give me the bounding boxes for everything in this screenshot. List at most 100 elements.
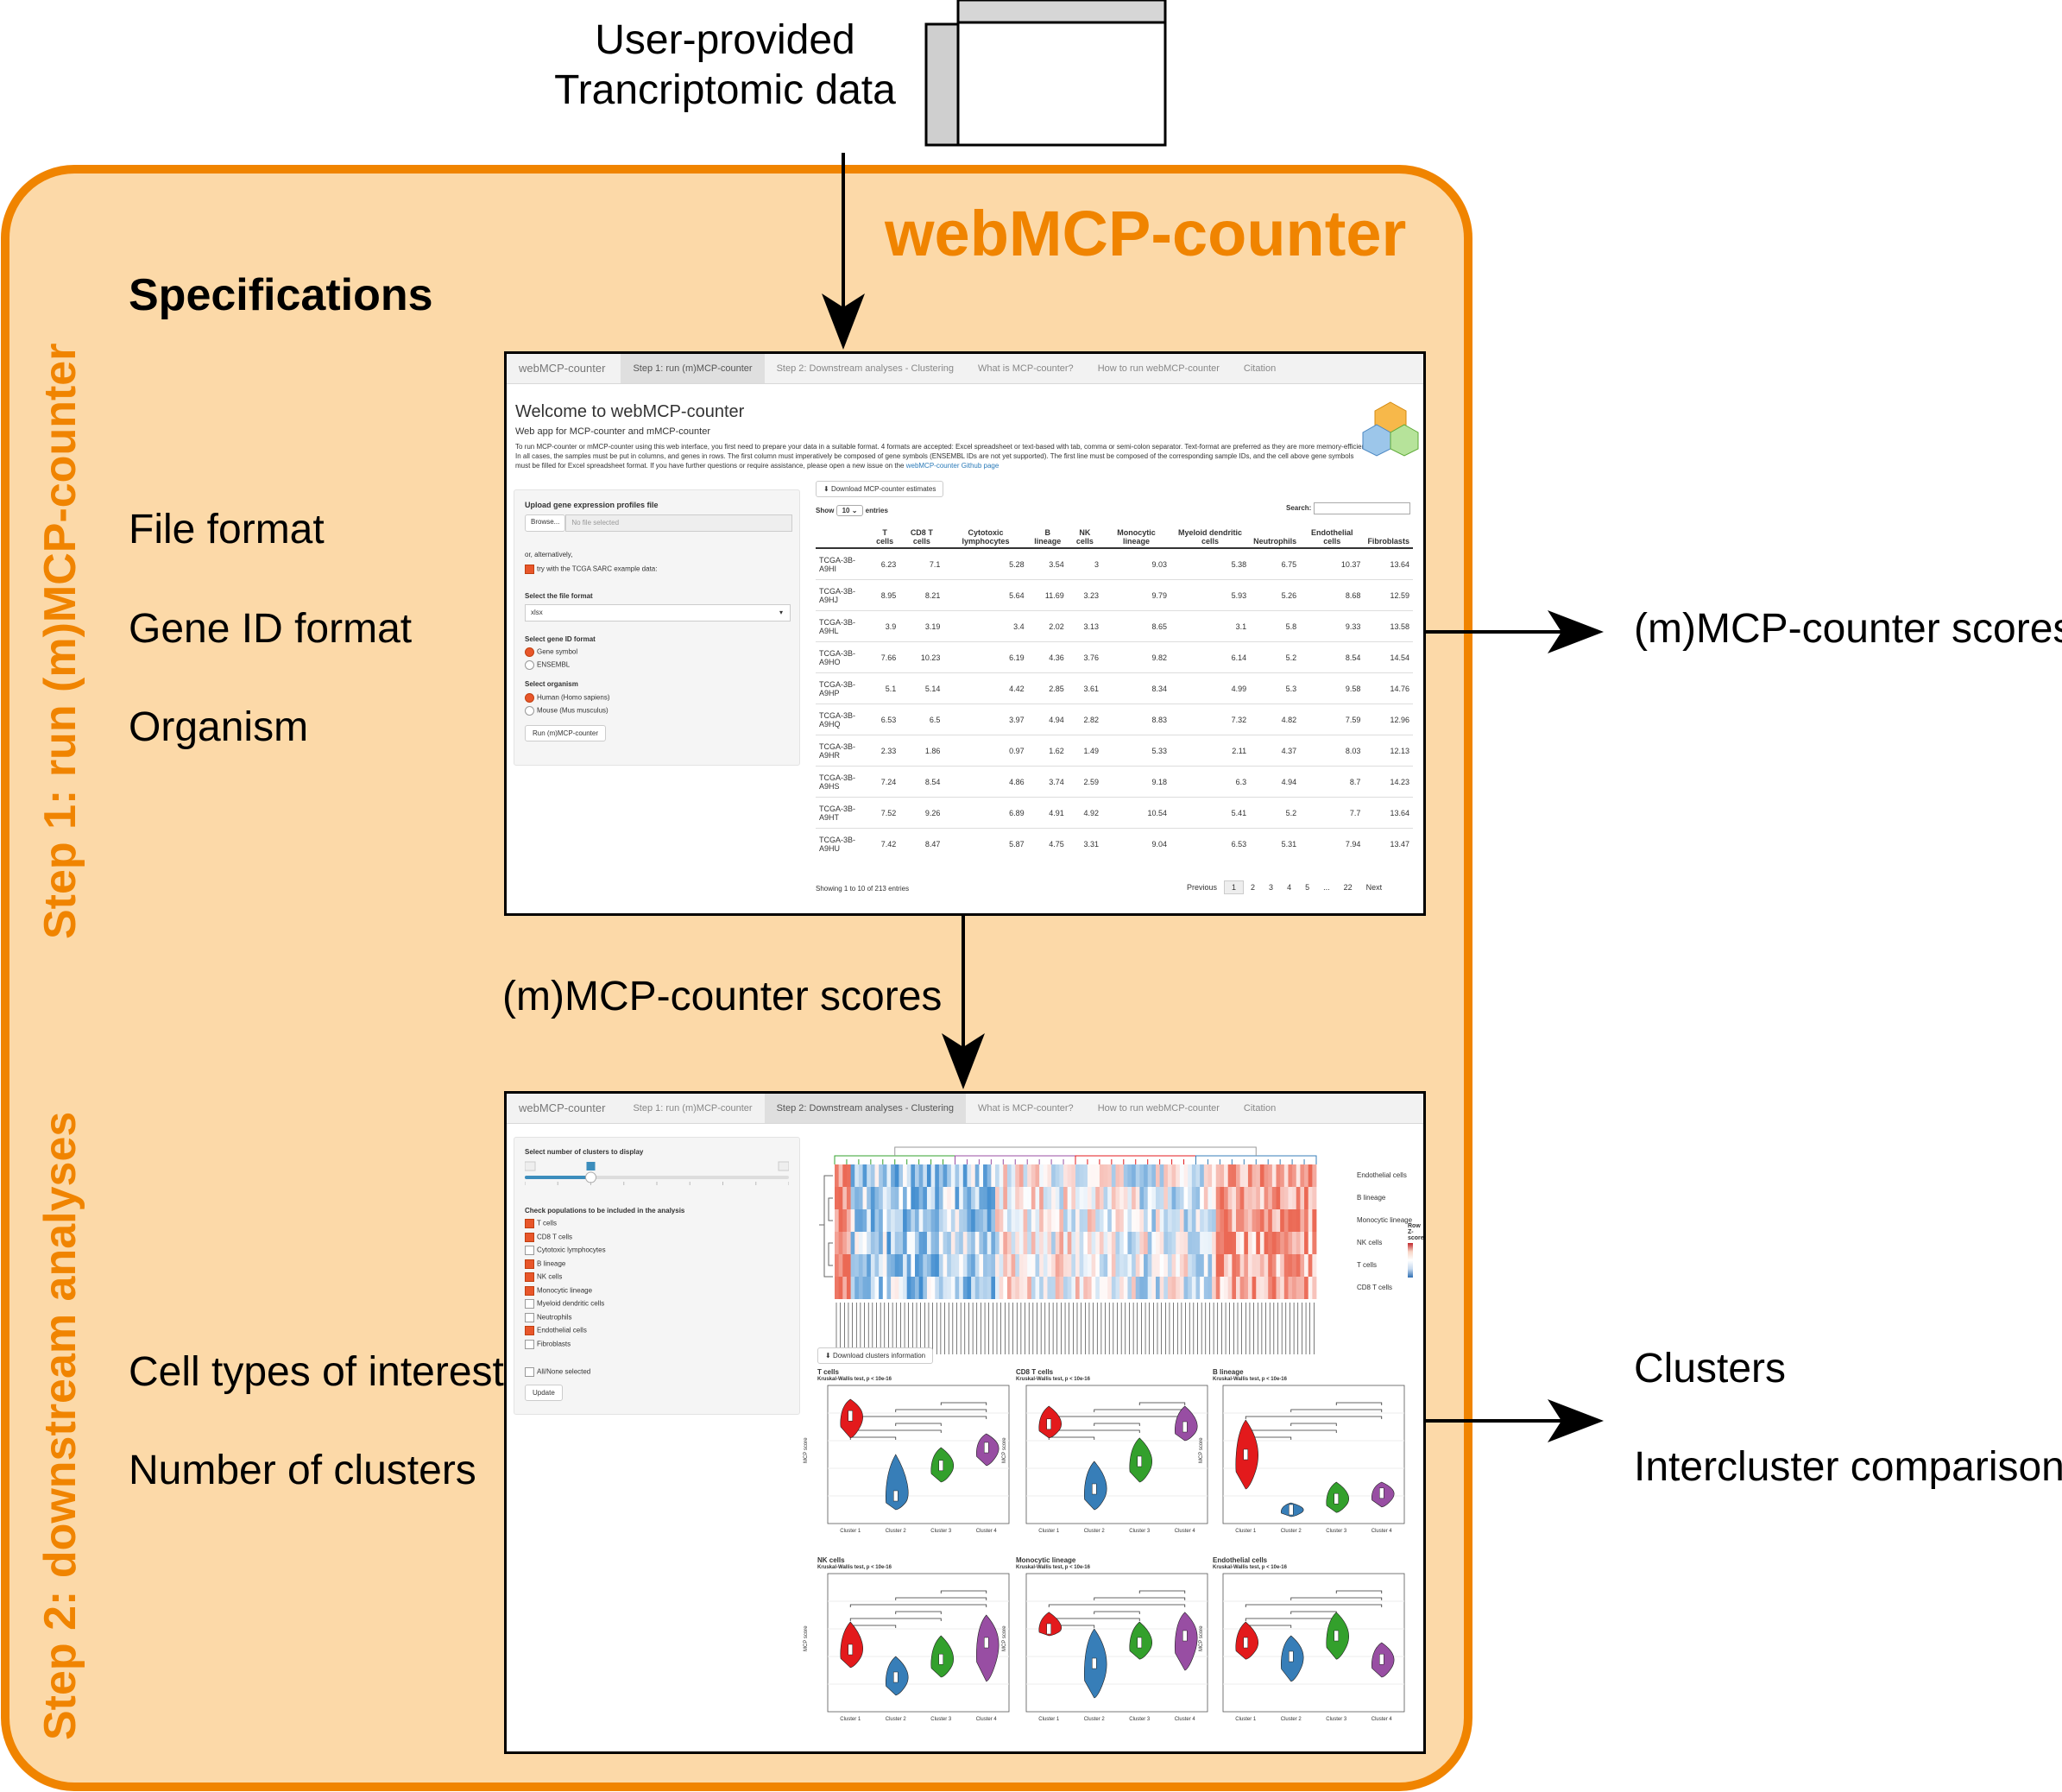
nav-tab-what-is[interactable]: What is MCP-counter? [978, 363, 1074, 374]
arrow-step1-output [1424, 610, 1604, 653]
pager-page[interactable]: ... [1323, 883, 1330, 892]
nav-tab-citation[interactable]: Citation [1243, 1103, 1277, 1114]
spec-file-format: File format [129, 507, 325, 552]
population-checkbox[interactable]: Myeloid dendritic cells [525, 1299, 606, 1313]
score-cell: 5.93 [1170, 579, 1251, 611]
pager-page[interactable]: 4 [1287, 883, 1292, 892]
table-column-header[interactable]: T cells [870, 527, 900, 549]
organism-option-human[interactable]: Human (Homo sapiens) [525, 693, 609, 703]
search-input[interactable] [1313, 502, 1410, 514]
entries-label: entries [865, 507, 888, 514]
violin-ylabel: MCP score [1002, 1437, 1007, 1463]
population-checkbox[interactable]: Cytotoxic lymphocytes [525, 1246, 606, 1259]
browse-button[interactable]: Browse... [525, 514, 566, 532]
nav-tab-step2[interactable]: Step 2: Downstream analyses - Clustering [776, 363, 955, 374]
population-checkbox[interactable]: Fibroblasts [525, 1339, 606, 1353]
population-label: B lineage [537, 1259, 566, 1268]
pager-page[interactable]: 22 [1343, 883, 1353, 892]
score-cell: 7.24 [870, 766, 900, 798]
population-checkbox[interactable]: Neutrophils [525, 1312, 606, 1327]
score-cell: 12.96 [1364, 704, 1413, 735]
score-cell: 2.33 [870, 735, 900, 767]
nav-tab-step2[interactable]: Step 2: Downstream analyses - Clustering [764, 1094, 967, 1123]
organism-option-mouse[interactable]: Mouse (Mus musculus) [525, 706, 609, 716]
pager-page[interactable]: 2 [1251, 883, 1256, 892]
score-cell: 2.11 [1170, 735, 1251, 767]
file-format-select[interactable]: xlsx▾ [525, 604, 791, 622]
run-mcp-button[interactable]: Run (m)MCP-counter [525, 725, 607, 741]
sample-id-cell: TCGA-3B-A9HI [816, 547, 870, 580]
example-data-checkbox[interactable]: try with the TCGA SARC example data: [525, 565, 657, 574]
nav-tab-citation[interactable]: Citation [1243, 363, 1277, 374]
violin-xtick-label: Cluster 4 [976, 1529, 998, 1534]
gene-id-option-symbol[interactable]: Gene symbol [525, 647, 577, 657]
checkbox-icon [525, 1219, 534, 1228]
population-label: CD8 T cells [537, 1233, 573, 1241]
score-cell: 9.58 [1300, 672, 1365, 704]
gene-id-label: Select gene ID format [525, 635, 596, 643]
nav-tab-what-is[interactable]: What is MCP-counter? [978, 1103, 1074, 1114]
violin-boxplot [1379, 1653, 1384, 1665]
score-cell: 5.2 [1250, 797, 1301, 829]
legend-title: Row Z-score [1408, 1223, 1424, 1241]
file-input[interactable]: Browse... No file selected [525, 514, 792, 532]
pager-page[interactable]: 1 [1224, 880, 1245, 894]
nav-tab-how-to[interactable]: How to run webMCP-counter [1097, 1103, 1220, 1114]
table-column-header[interactable]: Myeloid dendritic cells [1170, 527, 1251, 549]
pager-page[interactable]: 5 [1305, 883, 1310, 892]
score-cell: 7.94 [1300, 828, 1365, 859]
score-cell: 2.82 [1067, 704, 1103, 735]
violin-xtick-label: Cluster 3 [1326, 1529, 1347, 1534]
nav-tab-step1[interactable]: Step 1: run (m)MCP-counter [633, 1103, 753, 1114]
entries-select[interactable]: 10 ⌄ [836, 505, 864, 516]
population-checkbox[interactable]: CD8 T cells [525, 1232, 606, 1246]
population-checkbox[interactable]: T cells [525, 1219, 606, 1233]
table-column-header[interactable]: Fibroblasts [1364, 527, 1413, 549]
legend-color-bar [1408, 1243, 1413, 1278]
score-cell: 8.03 [1300, 735, 1365, 767]
table-column-header[interactable]: CD8 T cells [899, 527, 944, 549]
update-button[interactable]: Update [525, 1385, 563, 1401]
clusters-slider[interactable] [525, 1158, 789, 1189]
download-estimates-button[interactable]: ⬇ Download MCP-counter estimates [816, 481, 944, 497]
population-checkbox[interactable]: NK cells [525, 1272, 606, 1286]
pager-previous[interactable]: Previous [1187, 883, 1218, 892]
table-column-header[interactable]: B lineage [1027, 527, 1068, 549]
step1-side-label: Step 1: run (m)MCP-counter [35, 343, 85, 939]
violin-xtick-label: Cluster 4 [1372, 1717, 1393, 1722]
populations-label: Check populations to be included in the … [525, 1207, 685, 1215]
table-column-header[interactable]: Endothelial cells [1300, 527, 1365, 549]
violin-panel-test: Kruskal-Wallis test, p < 10e-16 [817, 1377, 892, 1382]
population-checkbox[interactable]: Monocytic lineage [525, 1285, 606, 1300]
score-cell: 6.23 [870, 547, 900, 580]
download-clusters-button[interactable]: ⬇ Download clusters information [817, 1347, 934, 1364]
table-column-header[interactable]: Monocytic lineage [1102, 527, 1170, 549]
table-column-header[interactable]: Cytotoxic lymphocytes [943, 527, 1028, 549]
violin-shape [1175, 1612, 1198, 1671]
arrow-input-to-step1 [822, 153, 865, 350]
gene-id-option-ensembl[interactable]: ENSEMBL [525, 660, 570, 670]
step2-output-clusters: Clusters [1634, 1346, 1787, 1391]
nav-tab-step1[interactable]: Step 1: run (m)MCP-counter [621, 354, 765, 383]
population-checkbox[interactable]: Endothelial cells [525, 1326, 606, 1340]
pager-page[interactable]: 3 [1269, 883, 1274, 892]
nav-brand[interactable]: webMCP-counter [519, 362, 606, 375]
nav-brand[interactable]: webMCP-counter [519, 1101, 606, 1114]
nav-tab-how-to[interactable]: How to run webMCP-counter [1097, 363, 1220, 374]
population-checkbox[interactable]: B lineage [525, 1259, 606, 1273]
all-none-checkbox[interactable]: All/None selected [525, 1367, 590, 1377]
github-link[interactable]: webMCP-counter Github page [905, 462, 999, 470]
table-column-header[interactable]: Neutrophils [1250, 527, 1301, 549]
step2-output-intercluster: Intercluster comparisons [1634, 1444, 2062, 1490]
table-column-header[interactable] [816, 527, 870, 549]
population-label: T cells [537, 1219, 557, 1227]
pager-next[interactable]: Next [1365, 883, 1383, 892]
table-column-header[interactable]: NK cells [1067, 527, 1103, 549]
show-entries: Show 10 ⌄ entries [816, 505, 888, 516]
no-file-field: No file selected [565, 514, 792, 532]
